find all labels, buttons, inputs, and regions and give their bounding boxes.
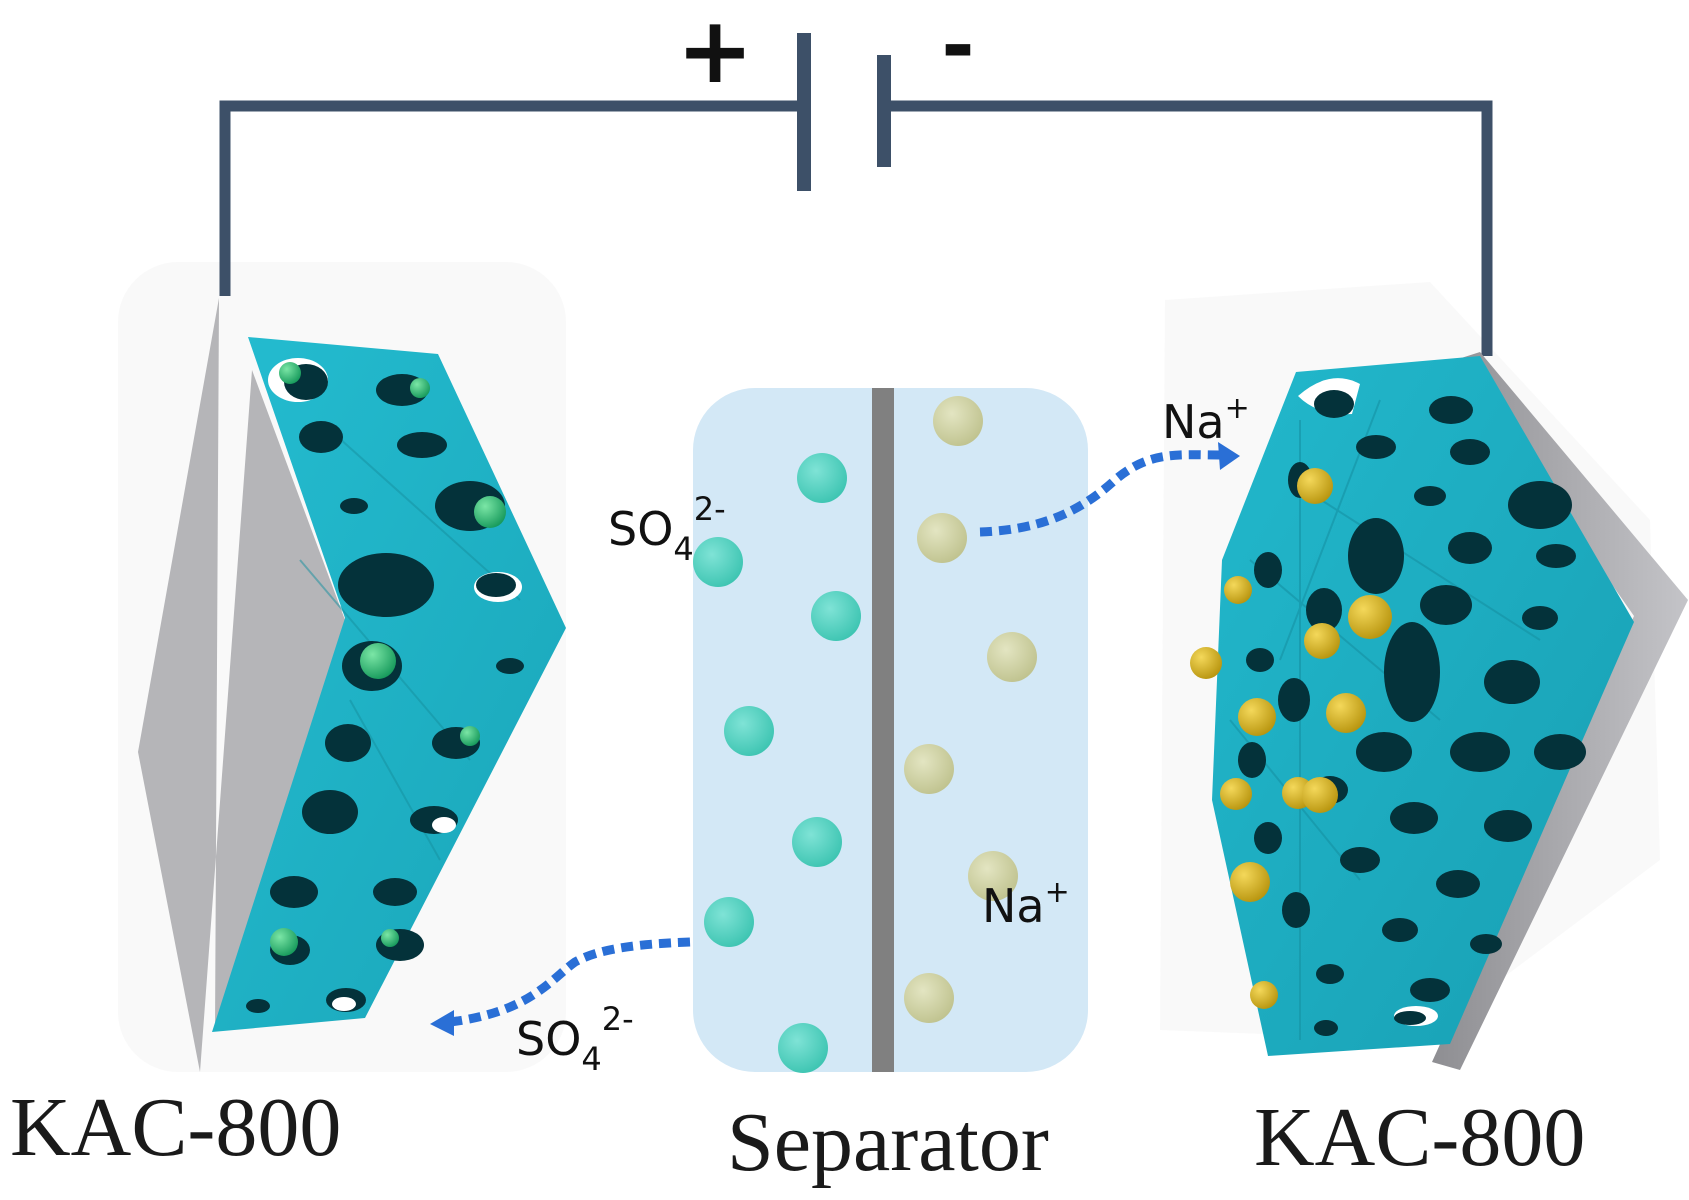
circuit-wire	[219, 100, 1493, 356]
right-electrode-label: KAC-800	[1254, 1091, 1585, 1184]
separator-membrane	[872, 388, 894, 1072]
right-current-collector	[1432, 352, 1688, 1070]
separator	[693, 388, 1088, 1073]
separator-sodium-ions	[904, 396, 1037, 1023]
sulfate-migration-arrow	[430, 937, 691, 1036]
left-electrode	[138, 298, 566, 1072]
battery-icon	[797, 33, 891, 191]
left-electrode-label: KAC-800	[10, 1081, 341, 1174]
negative-terminal-sign: -	[941, 0, 974, 92]
sodium-migration-arrow	[979, 442, 1240, 537]
right-electrode	[1190, 352, 1688, 1070]
right-electrode-pores	[1238, 378, 1586, 1036]
battery-positive-plate	[797, 33, 811, 191]
sulfate-label-upper: SO42-	[608, 490, 726, 568]
battery-negative-plate	[877, 55, 891, 167]
sulfate-label-lower: SO42-	[516, 1000, 634, 1078]
separator-sulfate-ions	[693, 453, 861, 1073]
right-adsorbed-sodium-ions	[1190, 468, 1392, 1009]
separator-label: Separator	[727, 1096, 1049, 1189]
sodium-label-upper: Na+	[1162, 391, 1250, 449]
left-current-collector	[138, 298, 345, 1072]
positive-terminal-sign: +	[676, 0, 753, 104]
sodium-label-lower: Na+	[982, 875, 1070, 933]
left-adsorbed-sulfate-ions	[270, 362, 506, 956]
